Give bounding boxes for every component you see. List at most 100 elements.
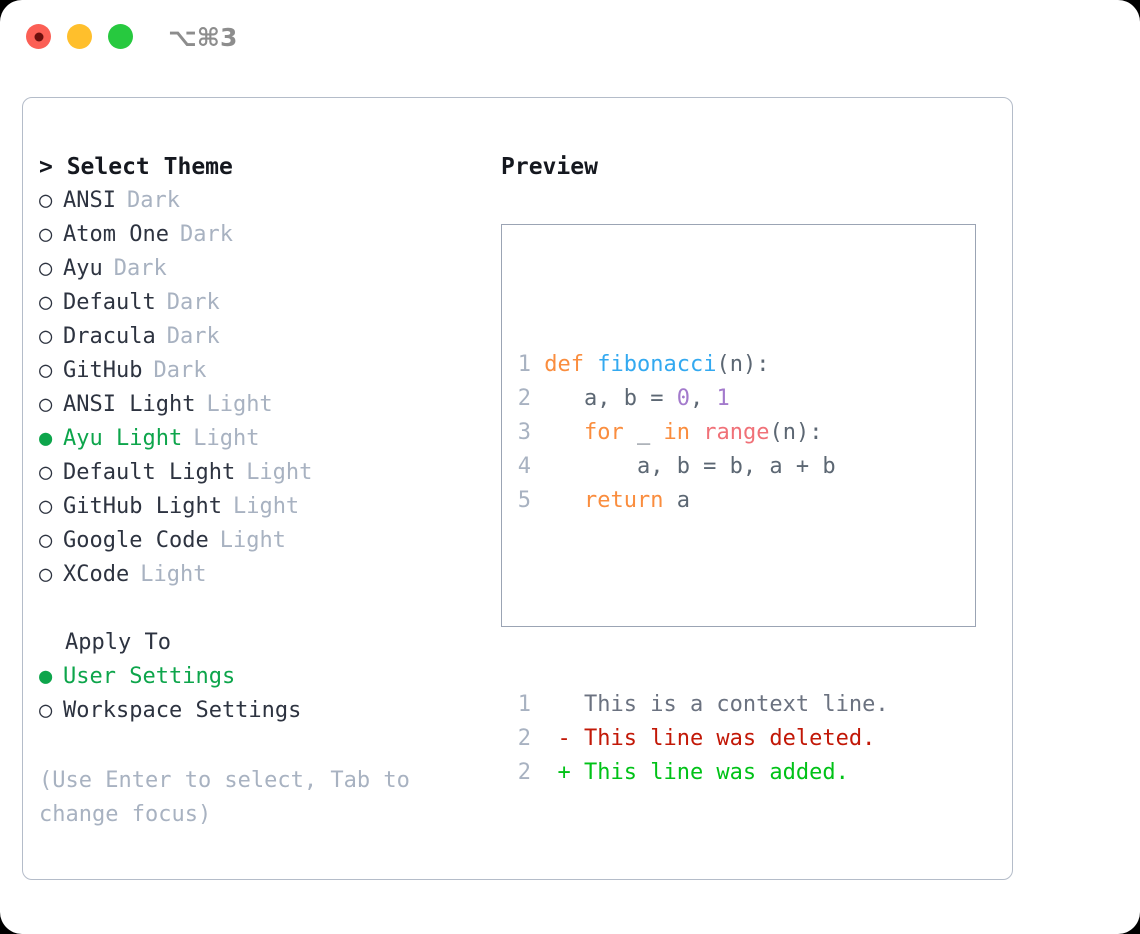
theme-item-label: ANSI Light [63,392,196,417]
theme-item-badge: Light [193,426,260,451]
theme-item-badge: Light [246,460,313,485]
radio-unselected-icon: ○ [39,562,53,587]
theme-item-label: Default Light [63,460,236,485]
code-token-plain [531,420,584,445]
code-line: 4 a, b = b, a + b [517,450,889,484]
diff-line-number: 1 [517,692,531,717]
radio-unselected-icon: ○ [39,256,53,281]
code-diff-spacer [517,586,889,620]
code-line-number: 5 [517,488,531,513]
radio-unselected-icon: ○ [39,290,53,315]
preview-column: Preview 1 def fibonacci(n):2 a, b = 0, 1… [501,150,1001,785]
code-token-kw: in [663,420,690,445]
traffic-lights [26,24,133,49]
radio-unselected-icon: ○ [39,358,53,383]
theme-item-badge: Light [140,562,207,587]
theme-item-badge: Light [232,494,300,519]
diff-line-text-add: + This line was added. [531,760,849,785]
theme-item-badge: Dark [126,188,180,213]
theme-item-badge: Dark [113,256,167,281]
code-line: 1 def fibonacci(n): [517,348,889,382]
code-token-builtin: range [703,420,770,445]
code-token-num: 0 [676,386,690,411]
diff-sample: 1 This is a context line.2 - This line w… [517,688,889,790]
radio-selected-icon: ● [39,664,53,689]
code-token-num: 1 [716,386,730,411]
preview-heading: Preview [501,154,598,180]
code-line: 2 a, b = 0, 1 [517,382,889,416]
code-line: 3 for _ in range(n): [517,416,889,450]
code-token-plain [531,488,584,513]
theme-item-2[interactable]: ○ Ayu Dark [39,252,469,286]
title-bar: ⌥⌘3 [0,0,1140,78]
theme-item-6[interactable]: ○ ANSI Light Light [39,388,469,422]
theme-item-label: Ayu [63,256,103,281]
apply-to-item-1[interactable]: ○ Workspace Settings [39,694,469,728]
theme-item-label: Google Code [63,528,209,553]
code-line-number: 1 [517,352,531,377]
theme-item-badge: Dark [179,222,233,247]
code-token-plain: (n): [716,352,770,377]
apply-to-item-0[interactable]: ● User Settings [39,660,469,694]
code-token-plain: a, b = b, a + b [531,454,836,479]
radio-unselected-icon: ○ [39,698,53,723]
code-line-number: 2 [517,386,531,411]
theme-item-11[interactable]: ○ XCode Light [39,558,469,592]
code-token-kw: for [583,420,624,445]
diff-line-number: 2 [517,726,531,751]
section-spacer [39,592,469,626]
theme-item-badge: Light [219,528,286,553]
keyboard-shortcut-label: ⌥⌘3 [168,23,238,52]
apply-to-heading: Apply To [65,630,171,655]
radio-unselected-icon: ○ [39,460,53,485]
theme-item-badge: Dark [166,324,220,349]
code-token-plain [690,420,703,445]
radio-unselected-icon: ○ [39,392,53,417]
code-token-plain: _ [623,420,664,445]
code-token-plain: , [689,386,717,411]
code-token-plain [531,352,544,377]
radio-unselected-icon: ○ [39,324,53,349]
theme-item-badge: Light [206,392,273,417]
code-line: 5 return a [517,484,889,518]
theme-item-label: XCode [63,562,130,587]
maximize-window-icon[interactable] [108,24,133,49]
theme-item-4[interactable]: ○ Dracula Dark [39,320,469,354]
theme-item-badge: Dark [166,290,220,315]
theme-item-label: GitHub [63,358,143,383]
radio-unselected-icon: ○ [39,188,53,213]
minimize-window-icon[interactable] [67,24,92,49]
close-window-icon[interactable] [26,24,51,49]
code-token-kw: def [544,352,584,377]
apply-to-list[interactable]: ● User Settings ○ Workspace Settings [39,660,469,728]
diff-line-text-del: - This line was deleted. [531,726,876,751]
theme-item-label: Atom One [63,222,169,247]
code-token-fn: fibonacci [597,352,717,377]
theme-item-10[interactable]: ○ Google Code Light [39,524,469,558]
code-token-plain: a [663,488,690,513]
apply-to-item-label: User Settings [63,664,236,689]
apply-to-item-label: Workspace Settings [63,698,302,723]
radio-selected-icon: ● [39,426,53,451]
keyboard-hint-text: (Use Enter to select, Tab to change focu… [39,768,424,827]
select-theme-heading: > Select Theme [39,154,233,180]
radio-unselected-icon: ○ [39,494,53,519]
code-token-plain: a, b = [531,386,677,411]
theme-item-label: Ayu Light [63,426,183,451]
radio-unselected-icon: ○ [39,528,53,553]
theme-item-8[interactable]: ○ Default Light Light [39,456,469,490]
code-token-plain: (n): [769,420,823,445]
theme-item-label: Dracula [63,324,156,349]
theme-item-7[interactable]: ● Ayu Light Light [39,422,469,456]
